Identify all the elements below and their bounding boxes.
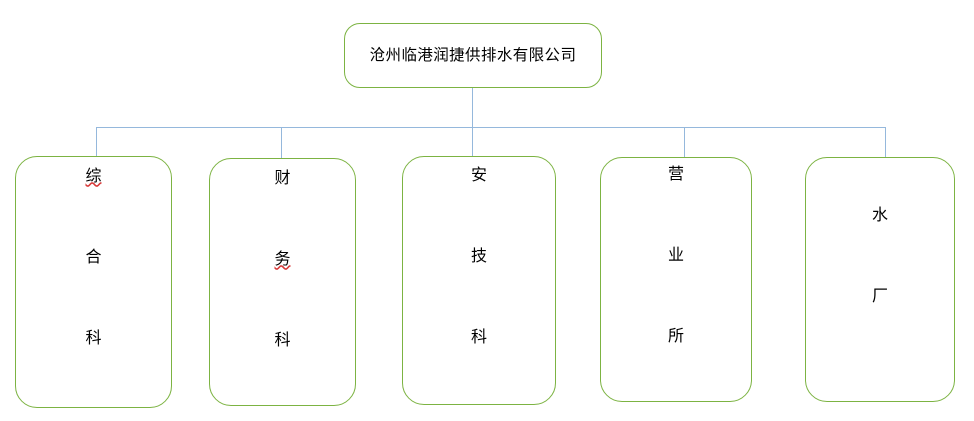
node-department-1[interactable]: 综 合 科 (15, 156, 172, 408)
connector-drop-4 (684, 127, 686, 157)
node-department-5[interactable]: 水 厂 (805, 157, 955, 402)
label-char: 科 (274, 329, 291, 349)
label-char: 财 (274, 167, 291, 187)
node-department-1-label: 综 合 科 (78, 108, 109, 405)
label-char: 所 (667, 326, 684, 345)
node-department-2[interactable]: 财 务 科 (209, 158, 356, 406)
connector-drop-1 (96, 127, 98, 157)
node-root-label: 沧州临港润捷供排水有限公司 (369, 45, 577, 64)
label-char: 科 (470, 327, 487, 346)
label-char: 水 (871, 204, 888, 224)
node-department-3[interactable]: 安 技 科 (402, 156, 556, 405)
node-department-4[interactable]: 营 业 所 (600, 157, 752, 402)
label-char: 厂 (871, 285, 888, 305)
label-char: 合 (85, 246, 102, 266)
label-char: 科 (85, 327, 102, 347)
connector-horizontal-bus (96, 127, 886, 129)
connector-root-stem (472, 88, 474, 128)
label-char: 业 (667, 245, 684, 264)
node-root[interactable]: 沧州临港润捷供排水有限公司 (344, 23, 602, 88)
connector-drop-5 (885, 127, 887, 157)
connector-drop-2 (281, 127, 283, 158)
label-char: 安 (470, 165, 487, 184)
connector-drop-3 (472, 127, 474, 156)
label-char: 技 (470, 246, 487, 265)
node-department-4-label: 营 业 所 (661, 106, 692, 403)
node-department-2-label: 财 务 科 (267, 110, 298, 407)
node-department-5-label: 水 厂 (865, 147, 896, 363)
label-char: 务 (274, 248, 291, 268)
label-char: 综 (85, 165, 102, 185)
label-char: 营 (667, 164, 684, 183)
node-department-3-label: 安 技 科 (464, 107, 495, 404)
